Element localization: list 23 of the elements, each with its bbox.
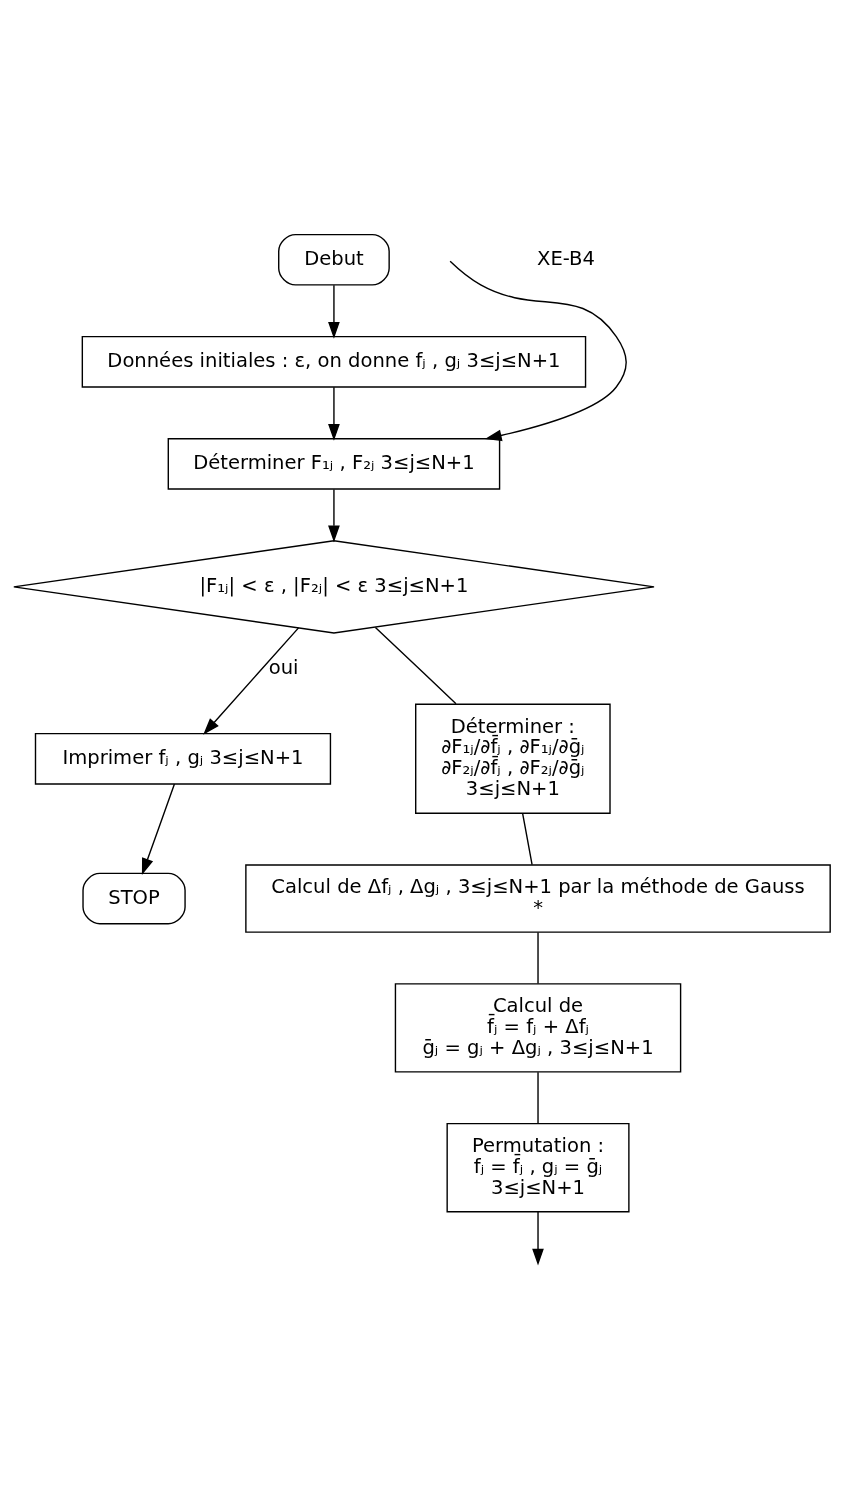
node-box: Imprimer fⱼ , gⱼ 3≤j≤N+1: [34, 732, 332, 785]
arrow: [449, 260, 627, 441]
arrow: [141, 782, 176, 875]
node-box: Déterminer F₁ⱼ , F₂ⱼ 3≤j≤N+1: [167, 437, 501, 490]
connector: [521, 812, 533, 865]
node-box: Permutation : fⱼ = f̄ⱼ , gⱼ = ḡⱼ 3≤j≤N+1: [446, 1122, 630, 1212]
node-box: Déterminer : ∂F₁ⱼ/∂f̄ⱼ , ∂F₁ⱼ/∂ḡⱼ ∂F₂ⱼ/∂f̄ⱼ , ∂F₂ⱼ/∂ḡⱼ 3≤j≤N+1: [415, 703, 611, 814]
connector: [537, 1071, 539, 1124]
node-box: STOP: [82, 872, 186, 924]
arrow: [328, 386, 340, 441]
arrow: [203, 626, 300, 735]
label: XE-B4: [537, 246, 595, 270]
node-box: Données initiales : ε, on donne fⱼ , gⱼ 3≤j≤N+1: [81, 335, 587, 388]
connector: [537, 931, 539, 984]
arrow: [532, 1210, 544, 1265]
edge-label: oui: [268, 655, 299, 679]
node-box: Debut: [278, 233, 390, 286]
node-box: Calcul de f̄ⱼ = fⱼ + Δfⱼ ḡⱼ = gⱼ + Δgⱼ , 3≤j≤N+1: [394, 982, 682, 1073]
connector: [374, 626, 457, 704]
arrow: [328, 284, 340, 339]
arrow: [328, 488, 340, 542]
node-diamond: |F₁ⱼ| < ε , |F₂ⱼ| < ε 3≤j≤N+1: [13, 539, 655, 634]
node-box: Calcul de Δfⱼ , Δgⱼ , 3≤j≤N+1 par la méthode de Gauss *: [245, 863, 831, 933]
